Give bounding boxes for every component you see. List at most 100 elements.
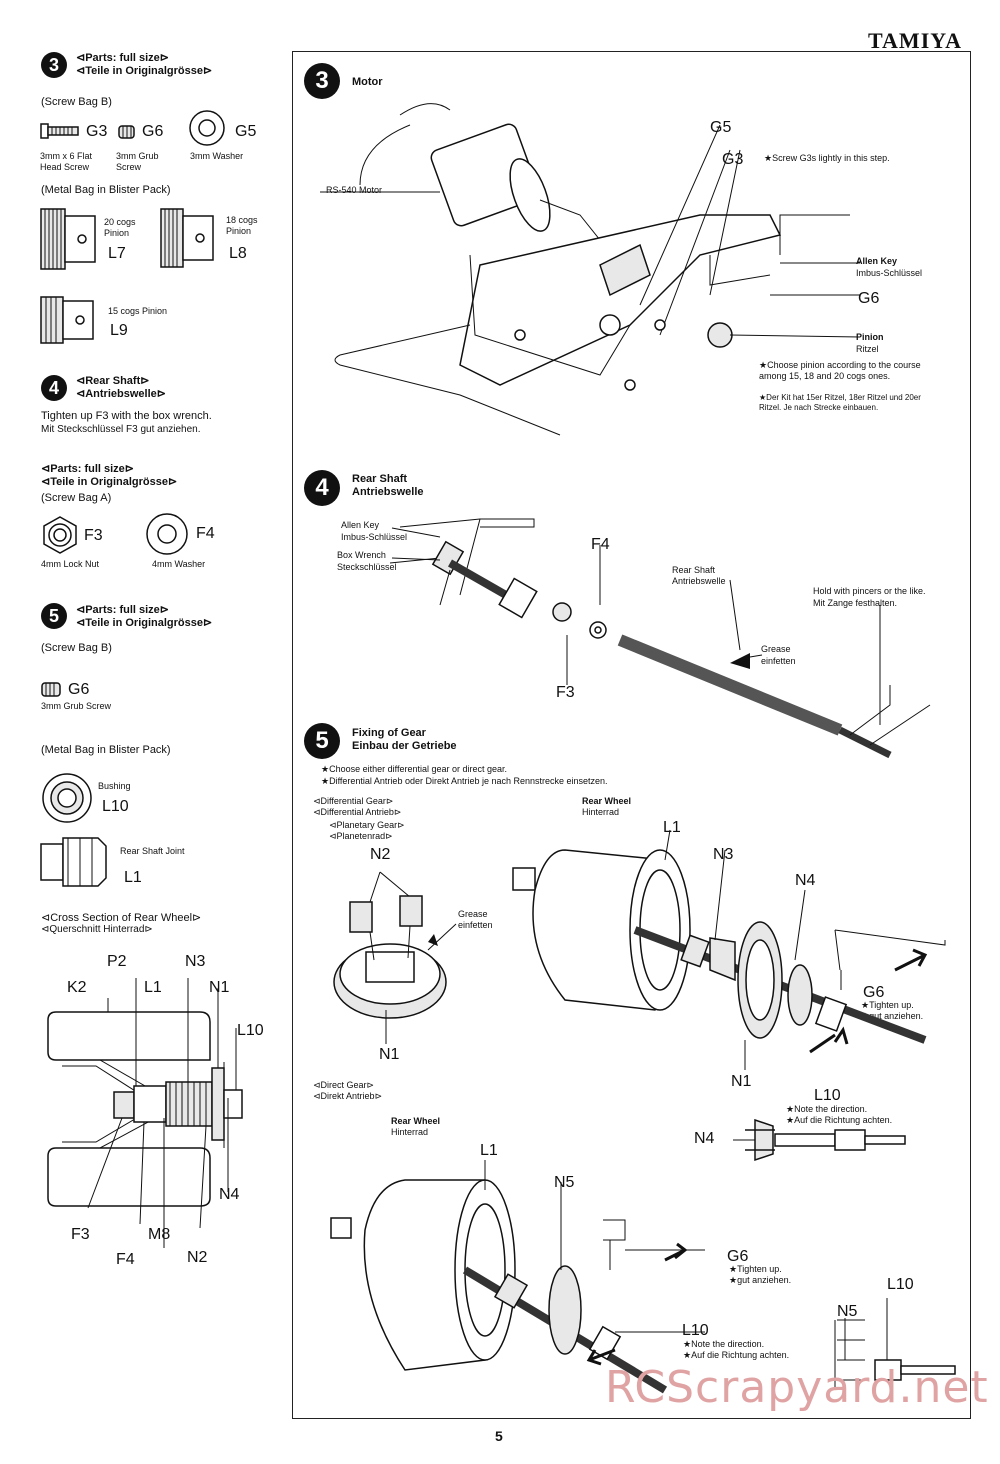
s4-parts-de: ⊲Teile in Originalgrösse⊳ [41,476,178,488]
xs-p2-label: P2 [107,953,127,970]
s5-grease-en: Grease [458,909,488,919]
note-direction-de-a: ★Auf die Richtung achten. [786,1115,893,1125]
s4-allen-key-en: Allen Key [341,520,380,530]
note-direction-en-a: ★Note the direction. [786,1104,868,1114]
g3-screw-icon [40,123,79,139]
n5-label-a: N5 [554,1174,575,1191]
fixing-gear-title-en: Fixing of Gear [352,727,426,739]
g3-desc: 3mm x 6 Flat Head Screw [40,151,93,172]
xs-n2-label: N2 [187,1249,208,1266]
rear-wheel-2-de: Hinterrad [391,1127,429,1137]
xs-n4-label: N4 [219,1186,240,1203]
tighten-up-en-a: ★Tighten up. [861,1000,914,1010]
s4-text-de: Mit Steckschlüssel F3 gut anziehen. [41,424,201,435]
l1-desc: Rear Shaft Joint [120,846,185,856]
rear-wheel-cross-section [47,978,243,1248]
motor-step-title: Motor [352,76,383,88]
g6-label-b: G6 [727,1248,749,1265]
brand-logo: TAMIYA [868,28,963,53]
l10-label-c: L10 [887,1276,914,1293]
tighten-up-en-b: ★Tighten up. [729,1264,782,1274]
diff-wheel-assembly-illustration [512,829,946,1162]
n1-label-b: N1 [731,1073,752,1090]
l1-label-a: L1 [663,819,681,836]
choose-gear-en: ★Choose either differential gear or dire… [321,764,508,774]
s4-parts-en: ⊲Parts: full size⊳ [41,463,135,475]
g6-desc-2: 3mm Grub Screw [41,701,112,711]
l8-desc: 18 cogs Pinion [226,215,258,236]
hold-pincers-de: Mit Zange festhalten. [813,598,898,608]
rear-shaft-label-de: Antriebswelle [672,576,726,586]
rear-wheel-2-en: Rear Wheel [391,1116,441,1126]
s5-parts-en: ⊲Parts: full size⊳ [76,604,170,616]
rear-shaft-title-de: Antriebswelle [352,486,424,498]
s4-text-en: Tighten up F3 with the box wrench. [41,410,212,422]
note-direction-de-b: ★Auf die Richtung achten. [683,1350,790,1360]
s3-metal-bag-label: (Metal Bag in Blister Pack) [41,184,171,196]
g6-grub-screw-icon-2 [41,682,61,697]
choose-pinion-de: ★Der Kit hat 15er Ritzel, 18er Ritzel un… [759,393,921,412]
choose-gear-de: ★Differential Antrieb oder Direkt Antrie… [321,776,608,786]
n4-label-b: N4 [694,1130,715,1147]
hold-pincers-en: Hold with pincers or the like. [813,586,926,596]
s4-f3-label: F3 [556,684,575,701]
f4-desc: 4mm Washer [152,559,206,569]
choose-pinion-en: ★Choose pinion according to the course a… [759,360,921,381]
n1-label-a: N1 [379,1046,400,1063]
instruction-panel [292,51,971,1419]
l7-label: L7 [108,245,126,262]
xs-l10-label: L10 [237,1022,264,1039]
s3-parts-title-en: ⊲Parts: full size⊳ [76,52,170,64]
rear-shaft-label-en: Rear Shaft [672,565,716,575]
pinion-label-de: Ritzel [856,344,879,354]
planetary-gear-en: ⊲Planetary Gear⊳ [329,820,405,830]
panel-step-3-badge: 3 [304,63,340,99]
l9-pinion-icon [40,296,94,344]
f3-desc: 4mm Lock Nut [41,559,100,569]
page-number: 5 [495,1428,503,1444]
xs-l1-label: L1 [144,979,162,996]
g6-grub-screw-icon [118,125,135,139]
l7-pinion-icon [40,208,96,270]
diff-gear-en: ⊲Differential Gear⊳ [313,796,394,806]
direct-gear-de: ⊲Direkt Antrieb⊳ [313,1091,383,1101]
differential-gear-illustration [333,871,457,1044]
step-5-badge: 5 [41,603,67,629]
xs-n1-label: N1 [209,979,230,996]
pinion-label-en: Pinion [856,332,884,342]
f4-washer-icon [146,513,188,555]
tighten-up-de-b: ★gut anziehen. [729,1275,792,1285]
panel-g3-label: G3 [722,151,744,168]
l10-label-b: L10 [682,1322,709,1339]
g6-label: G6 [142,123,164,140]
cross-section-title-en: ⊲Cross Section of Rear Wheel⊳ [41,912,202,924]
direct-gear-en: ⊲Direct Gear⊳ [313,1080,375,1090]
f3-lock-nut-icon [43,516,77,554]
s3-parts-title-de: ⊲Teile in Originalgrösse⊳ [76,65,213,77]
tighten-up-de-a: ★gut anziehen. [861,1011,924,1021]
s4-screw-bag-label: (Screw Bag A) [41,492,112,504]
allen-key-label-en: Allen Key [856,256,898,266]
rs540-motor-label: RS-540 Motor [326,185,383,195]
g6-desc: 3mm Grub Screw [116,151,159,172]
note-direction-en-b: ★Note the direction. [683,1339,765,1349]
site-watermark: RCScrapyard.net [605,1362,989,1413]
l10-bushing-icon [42,773,92,823]
l10-label-a: L10 [814,1087,841,1104]
step-4-badge: 4 [41,375,67,401]
xs-f3-label: F3 [71,1226,90,1243]
xs-n3-label: N3 [185,953,206,970]
g5-label: G5 [235,123,257,140]
l9-desc: 15 cogs Pinion [108,306,168,316]
s5-grease-de: einfetten [458,920,493,930]
rear-shaft-title-en: Rear Shaft [352,473,408,485]
screw-g3-note: ★Screw G3s lightly in this step. [764,153,890,163]
step-3-badge: 3 [41,52,67,78]
s5-screw-bag-label: (Screw Bag B) [41,642,112,654]
rear-wheel-label-de: Hinterrad [582,807,620,817]
panel-step-5-badge: 5 [304,723,340,759]
s4-grease-en: Grease [761,644,791,654]
g5-washer-icon [189,110,225,146]
l8-label: L8 [229,245,247,262]
xs-f4-label: F4 [116,1251,135,1268]
